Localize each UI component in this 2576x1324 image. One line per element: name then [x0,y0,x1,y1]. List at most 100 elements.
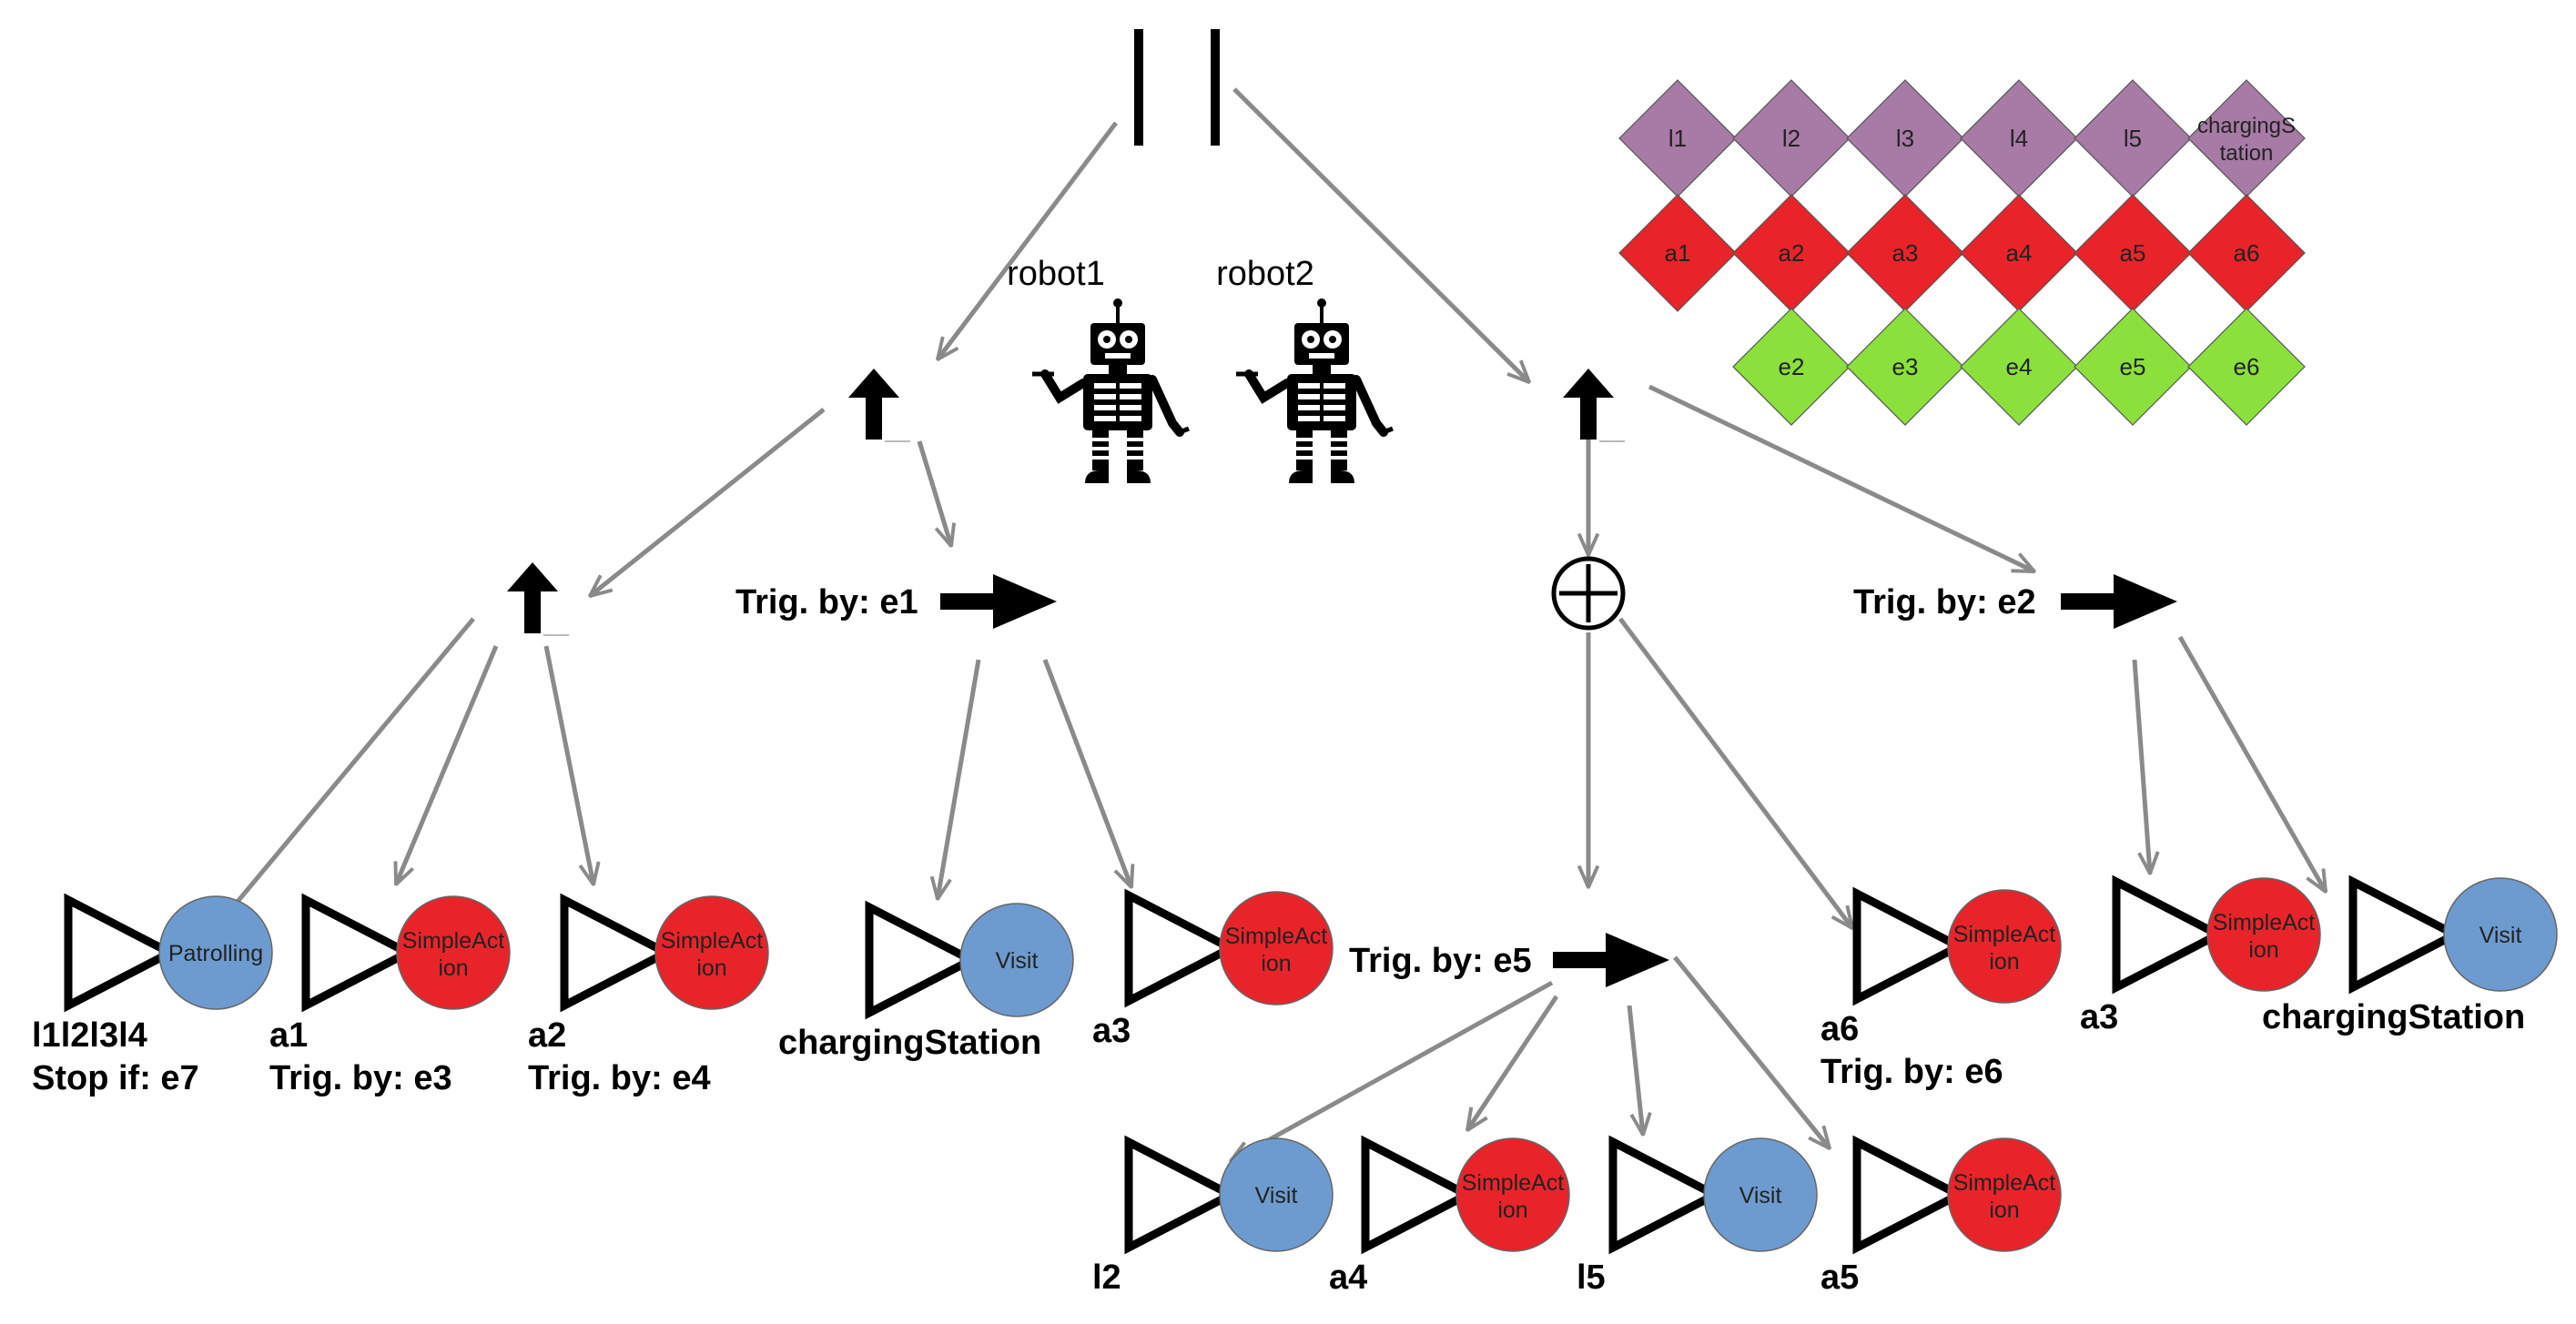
leaf-label: l1l2l3l4 [32,1016,147,1055]
legend-diamond: a1 [1618,194,1737,312]
legend-label: l3 [1896,125,1914,152]
tree-edge [1627,1005,1643,1135]
legend-diamond: l2 [1732,79,1851,197]
leaf-label: chargingStation [2262,998,2525,1036]
legend-diamond: l4 [1960,79,2078,197]
legend-label: l5 [2124,125,2142,152]
tree-edge [1232,87,1529,382]
tree-edge [917,440,951,546]
legend-label: a4 [2006,239,2033,267]
tree-edge [1648,384,2034,574]
visit-leaf: Visit l5 [1577,1135,1818,1297]
legend-diamond: e4 [1960,308,2078,426]
legend-diamond: e3 [1846,308,1964,426]
trigger-label: Trig. by: e5 [1349,942,1532,980]
robot-label: robot2 [1216,255,1314,293]
tree-edge [590,408,826,596]
visit-leaf: Visit chargingStation [778,900,1074,1062]
legend-diamond: a2 [1732,194,1851,312]
tree-edge [1042,659,1131,887]
leaf-label: a3 [2080,998,2118,1036]
legend-label: a2 [1779,239,1805,267]
leaf-node-label: Visit [1255,1183,1298,1208]
leaf-node-label: Visit [996,948,1039,974]
leaf-label: a6 [1820,1010,1859,1048]
legend-label: a1 [1665,239,1691,267]
tree-edge [938,121,1118,359]
leaf-condition: Trig. by: e3 [269,1059,452,1097]
tree-edge [1618,617,1852,928]
legend-diamond: e6 [2187,308,2306,426]
trigger-label: Trig. by: e1 [735,583,918,622]
trigger-label: Trig. by: e2 [1853,583,2036,622]
legend-label: a6 [2234,239,2260,267]
sequence-operator-icon [1563,369,1625,442]
leaf-node-label: Patrolling [168,941,263,966]
plus-operator-icon [1551,556,1626,631]
legend-label: a5 [2120,239,2146,267]
legend-diamond: a5 [2074,194,2192,312]
visit-leaf: Visit chargingStation [2262,874,2558,1036]
leaf-label: a5 [1820,1258,1859,1297]
trigger-operator-icon [1553,933,1669,987]
robot-icon [1236,298,1394,483]
tree-edge [200,617,475,946]
edges [200,87,2326,1161]
robot-icon [1032,298,1190,483]
leaf-node-label: Visit [2480,923,2522,948]
legend-diamond: e5 [2074,308,2192,426]
tree-edge [543,645,593,884]
tree-edge [1673,955,1830,1148]
leaf-label: chargingStation [778,1024,1041,1062]
legend-diamond: e2 [1732,308,1851,426]
legend-diamond: a6 [2187,194,2306,312]
leaf-label: l5 [1577,1258,1606,1297]
legend-label: e2 [1779,353,1805,380]
tree-edge [938,659,981,899]
leaf-label: a4 [1329,1258,1367,1297]
legend-diamond: a3 [1846,194,1964,312]
leaf-label: a1 [269,1016,308,1055]
legend-label: a3 [1892,239,1919,267]
legend-diamond: a4 [1960,194,2078,312]
legend-label: e4 [2006,353,2033,380]
tree-edge [396,645,499,884]
parallel-root-icon [1134,29,1220,146]
leaf-condition: Stop if: e7 [32,1059,199,1097]
visit-leaf: Visit l2 [1092,1135,1334,1297]
robot-label: robot1 [1007,255,1105,293]
legend-diamond: l3 [1846,79,1964,197]
trigger-operator-icon [940,574,1057,629]
leaf-condition: Trig. by: e6 [1820,1053,2003,1091]
leaf-condition: Trig. by: e4 [528,1059,711,1097]
tree-edge [2132,659,2150,874]
leaf-label: a2 [528,1016,566,1055]
leaf-node-label: Visit [1739,1183,1782,1208]
sequence-operator-icon [507,562,569,636]
legend-label: e3 [1892,353,1919,380]
legend-label: l4 [2010,125,2028,152]
trigger-operator-icon [2061,574,2177,629]
leaf-label: l2 [1092,1258,1121,1297]
legend-label: e6 [2234,353,2260,380]
legend-diamond: l1 [1618,79,1737,197]
